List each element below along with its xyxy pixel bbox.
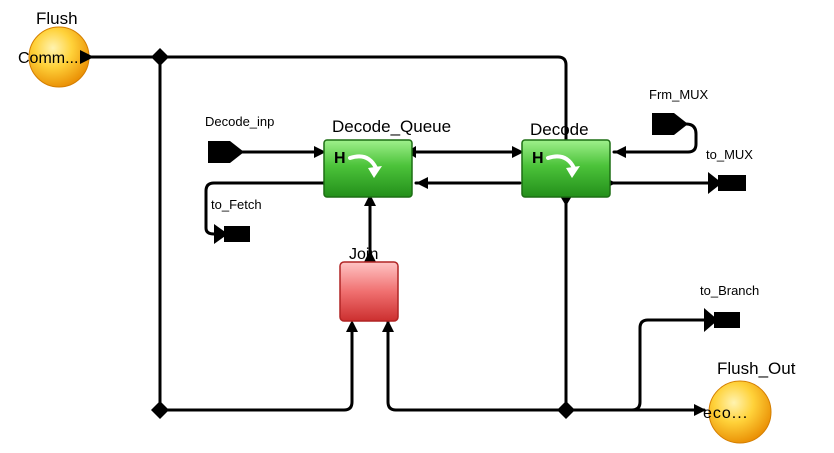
- label-join: Join: [349, 246, 378, 263]
- arrowhead: [560, 196, 572, 206]
- arrowhead: [314, 146, 326, 158]
- arrowhead: [364, 194, 376, 206]
- labels: Flush Flush_Out Decode_Queue Decode Join…: [36, 9, 796, 378]
- actor-glyph: H: [334, 150, 346, 167]
- input-port-arrow[interactable]: [208, 141, 244, 163]
- label-flush-out: Flush_Out: [717, 359, 796, 378]
- actor-decode[interactable]: H: [521, 139, 611, 198]
- port-to-fetch[interactable]: [214, 224, 250, 244]
- label-decode: Decode: [530, 120, 589, 139]
- label-frm-mux: Frm_MUX: [649, 87, 709, 102]
- port-flush[interactable]: Comm...: [18, 26, 94, 88]
- output-port-bar[interactable]: [718, 175, 746, 191]
- output-port-arrow[interactable]: [704, 308, 718, 332]
- actor-join[interactable]: [339, 261, 399, 322]
- junctions: [151, 48, 575, 419]
- actor-decode-queue[interactable]: H: [323, 139, 413, 198]
- actor-box[interactable]: [323, 139, 413, 198]
- output-port-bar[interactable]: [714, 312, 740, 328]
- arrowhead: [382, 320, 394, 332]
- wire-flush-to-join: [158, 323, 354, 412]
- output-port-arrow[interactable]: [214, 224, 228, 244]
- port-to-mux[interactable]: [708, 172, 746, 194]
- arrowhead: [614, 146, 626, 158]
- wire-to-branch: [564, 318, 708, 412]
- wire-flush-bus: [88, 55, 568, 152]
- rotate-arrow-icon-head: [368, 166, 382, 178]
- label-decode-inp: Decode_inp: [205, 114, 274, 129]
- rotate-arrow-icon: [546, 154, 576, 170]
- port-to-branch[interactable]: [704, 308, 740, 332]
- arrowhead: [346, 320, 358, 332]
- label-to-mux: to_MUX: [706, 147, 753, 162]
- arrowhead: [416, 177, 428, 189]
- label-decode-queue: Decode_Queue: [332, 117, 451, 136]
- junction-diamond: [151, 48, 169, 66]
- input-port-arrow[interactable]: [652, 113, 688, 135]
- port-inner-text: Comm...: [18, 50, 78, 67]
- actor-glyph: H: [532, 150, 544, 167]
- arrowhead: [364, 250, 376, 262]
- port-circle[interactable]: [708, 380, 772, 444]
- wires: [88, 55, 714, 412]
- port-decode-inp[interactable]: [208, 141, 244, 163]
- junction-diamond: [151, 401, 169, 419]
- output-arrowhead: [80, 50, 94, 64]
- port-inner-text: eco...: [703, 405, 748, 422]
- label-to-fetch: to_Fetch: [211, 197, 262, 212]
- output-port-bar[interactable]: [224, 226, 250, 242]
- wire-frm-mux: [612, 122, 698, 154]
- rotate-arrow-icon: [348, 154, 378, 170]
- label-to-branch: to_Branch: [700, 283, 759, 298]
- wire-bottom-bus: [386, 318, 706, 412]
- label-flush: Flush: [36, 9, 78, 28]
- arrowhead: [694, 404, 706, 416]
- junction-diamond: [557, 401, 575, 419]
- wire-queue-to-fetch: [204, 181, 328, 236]
- port-frm-mux[interactable]: [652, 113, 688, 135]
- arrowhead: [512, 146, 524, 158]
- rotate-arrow-icon-head: [566, 166, 580, 178]
- output-port-arrow[interactable]: [708, 172, 722, 194]
- actor-box[interactable]: [339, 261, 399, 322]
- actor-box[interactable]: [521, 139, 611, 198]
- port-flush-out[interactable]: eco...: [703, 380, 772, 444]
